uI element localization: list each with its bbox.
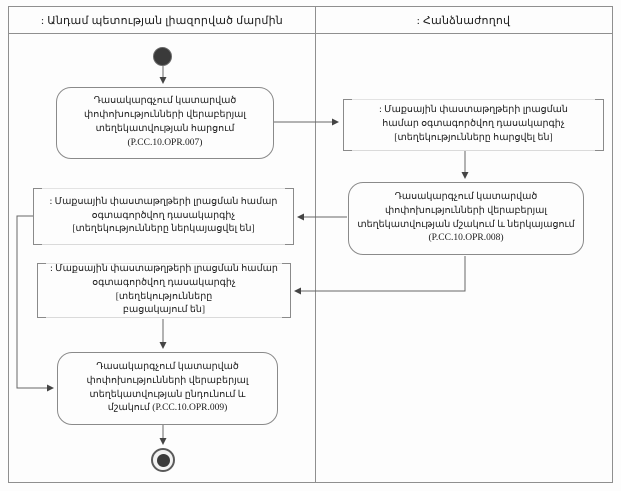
object-node-corner — [595, 99, 604, 100]
object-node-corner — [33, 244, 42, 245]
object-node-classifier-requested: : Մաքսային փաստաթղթերի լրացման համար օգտ… — [343, 99, 604, 151]
object-node-label: : Մաքսային փաստաթղթերի լրացման համար օգտ… — [50, 263, 278, 316]
lane-title-commission: : Հանձնաժողով — [416, 15, 511, 27]
object-node-corner — [343, 99, 352, 100]
initial-node — [153, 47, 172, 66]
object-node-corner — [285, 244, 294, 245]
object-node-corner — [282, 263, 291, 264]
object-node-classifier-absent: : Մաքսային փաստաթղթերի լրացման համար օգտ… — [37, 263, 291, 318]
object-node-classifier-presented: : Մաքսային փաստաթղթերի լրացման համար օգտ… — [33, 188, 294, 245]
lane-header-separator — [8, 33, 612, 34]
diagram-frame — [8, 6, 613, 483]
final-node-dot — [156, 453, 170, 467]
activity-node-information-request: Դասակարգչում կատարված փոփոխությունների վ… — [56, 87, 274, 159]
object-node-label: : Մաքսային փաստաթղթերի լրացման համար օգտ… — [49, 196, 278, 235]
object-node-corner — [285, 188, 294, 189]
object-node-corner — [282, 317, 291, 318]
object-node-corner — [33, 188, 42, 189]
object-node-corner — [595, 150, 604, 151]
activity-node-receive-and-process: Դասակարգչում կատարված փոփոխությունների վ… — [57, 352, 278, 425]
object-node-corner — [37, 317, 46, 318]
final-node — [151, 448, 175, 472]
lane-divider — [315, 6, 316, 483]
object-node-label: : Մաքսային փաստաթղթերի լրացման համար օգտ… — [379, 105, 568, 143]
activity-node-process-and-present: Դասակարգչում կատարված փոփոխությունների վ… — [348, 182, 584, 255]
object-node-corner — [343, 150, 352, 151]
lane-title-member-state: : Անդամ պետության լիազորված մարմին — [41, 15, 283, 27]
object-node-corner — [37, 263, 46, 264]
